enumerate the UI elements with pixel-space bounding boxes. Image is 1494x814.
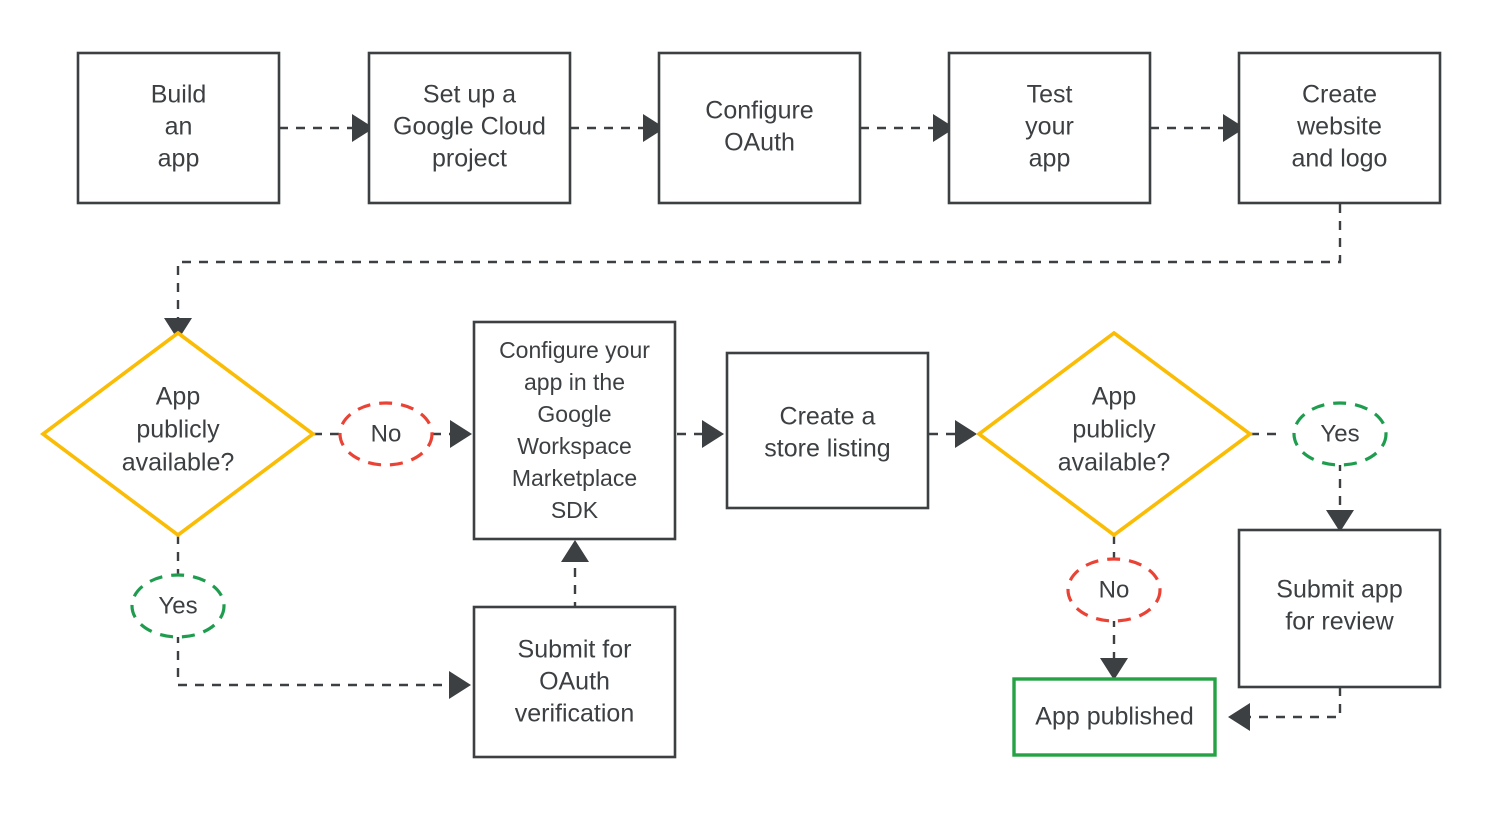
arrowhead-icon-submit-review-to-app-published — [1228, 703, 1250, 731]
edge-website-to-decision-left — [176, 204, 1342, 318]
node-build-an-app-shape — [76, 51, 281, 205]
edge-label-yes-right: Yes — [1292, 401, 1388, 467]
node-submit-review-line-1: for review — [1285, 608, 1394, 636]
node-gcp-project-line-1: Google Cloud — [393, 113, 546, 141]
node-configure-oauth-line-0: Configure — [705, 97, 813, 125]
arrowhead-icon-no-to-sdk — [450, 420, 472, 448]
arrowhead-icon-test-to-website — [1223, 114, 1245, 142]
node-gcp-project-line-2: project — [432, 145, 507, 173]
node-set-up-google-cloud-project[interactable]: Set up a Google Cloud project — [367, 51, 572, 205]
node-build-an-app[interactable]: Build an app — [76, 51, 281, 205]
arrowhead-icon-no-to-app-published — [1100, 658, 1128, 680]
node-decision-left-line-2: available? — [122, 449, 235, 477]
node-configure-oauth-shape — [657, 51, 862, 205]
node-create-website-line-1: website — [1296, 113, 1382, 141]
node-test-your-app[interactable]: Test your app — [947, 51, 1152, 205]
edge-label-no-left-text: No — [371, 420, 402, 447]
arrowhead-layer — [164, 114, 1354, 731]
node-test-your-app-shape — [947, 51, 1152, 205]
node-submit-review-shape — [1237, 528, 1442, 689]
edge-label-yes-right-shape — [1292, 401, 1388, 467]
node-store-listing-line-1: store listing — [764, 435, 890, 463]
node-app-published[interactable]: App published — [1012, 677, 1217, 757]
node-decision-left-line-0: App — [156, 383, 200, 411]
node-create-website-and-logo-shape — [1237, 51, 1442, 205]
node-decision-right-shape — [975, 330, 1254, 538]
node-configure-sdk-line-0: Configure your — [499, 337, 650, 363]
node-submit-oauth-line-0: Submit for — [518, 636, 632, 664]
node-gcp-project-line-0: Set up a — [423, 81, 516, 109]
edge-label-yes-left-text: Yes — [158, 592, 197, 619]
arrowhead-icon-submit-oauth-to-sdk — [561, 540, 589, 562]
arrowhead-icon-oauth-to-test — [933, 114, 955, 142]
edge-label-yes-left: Yes — [130, 573, 226, 639]
arrowhead-icon-store-listing-to-decision-right — [955, 420, 977, 448]
node-set-up-google-cloud-project-shape — [367, 51, 572, 205]
node-test-app-line-2: app — [1029, 145, 1071, 173]
node-create-store-listing-shape — [725, 351, 930, 510]
edge-submit-review-to-app-published — [1248, 687, 1342, 719]
edge-label-yes-right-text: Yes — [1320, 420, 1359, 447]
node-decision-right-line-1: publicly — [1072, 416, 1156, 444]
node-decision-left-shape — [39, 330, 317, 538]
node-submit-oauth-shape — [472, 605, 677, 759]
node-build-an-app-line-2: app — [158, 145, 200, 173]
node-create-website-and-logo[interactable]: Create website and logo — [1237, 51, 1442, 205]
node-submit-oauth-line-1: OAuth — [539, 668, 610, 696]
node-configure-app-in-marketplace-sdk[interactable]: Configure your app in the Google Workspa… — [472, 320, 677, 541]
node-app-published-line-0: App published — [1035, 703, 1193, 731]
node-store-listing-line-0: Create a — [780, 403, 876, 431]
node-decision-left-line-1: publicly — [136, 416, 220, 444]
edge-label-no-right-shape — [1066, 557, 1162, 623]
edge-yes-to-submit-oauth — [176, 634, 453, 687]
node-configure-sdk-line-4: Marketplace — [512, 465, 637, 491]
edge-label-yes-left-shape — [130, 573, 226, 639]
node-test-app-line-0: Test — [1027, 81, 1073, 109]
node-build-an-app-line-0: Build — [151, 81, 207, 109]
node-app-published-shape — [1012, 677, 1217, 757]
arrowhead-icon-build-to-project — [352, 114, 374, 142]
node-configure-sdk-line-2: Google — [537, 401, 611, 427]
node-configure-sdk-line-1: app in the — [524, 369, 625, 395]
node-decision-app-publicly-available-right[interactable]: App publicly available? — [975, 330, 1254, 538]
arrowhead-icon-yes-to-submit-oauth — [449, 671, 471, 699]
node-decision-right-line-2: available? — [1058, 449, 1171, 477]
edge-label-no-right: No — [1066, 557, 1162, 623]
node-create-a-store-listing[interactable]: Create a store listing — [725, 351, 930, 510]
node-configure-sdk-line-5: SDK — [551, 497, 599, 523]
node-configure-oauth-line-1: OAuth — [724, 129, 795, 157]
node-test-app-line-1: your — [1025, 113, 1074, 141]
node-decision-right-line-0: App — [1092, 383, 1136, 411]
arrowhead-icon-project-to-oauth — [643, 114, 665, 142]
node-build-an-app-line-1: an — [165, 113, 193, 141]
node-configure-sdk-shape — [472, 320, 677, 541]
node-submit-oauth-line-2: verification — [515, 700, 635, 728]
node-configure-sdk-line-3: Workspace — [517, 433, 632, 459]
node-configure-oauth[interactable]: Configure OAuth — [657, 51, 862, 205]
node-submit-review-line-0: Submit app — [1276, 576, 1402, 604]
arrowhead-icon-yes-to-submit-review — [1326, 510, 1354, 532]
node-create-website-line-0: Create — [1302, 81, 1377, 109]
arrowhead-icon-website-to-decision-left — [164, 318, 192, 340]
node-decision-app-publicly-available-left[interactable]: App publicly available? — [39, 330, 317, 538]
arrowhead-icon-sdk-to-store-listing — [702, 420, 724, 448]
edge-label-no-left: No — [338, 401, 434, 467]
node-create-website-line-2: and logo — [1292, 145, 1388, 173]
connector-layer — [176, 126, 1342, 719]
node-submit-for-oauth-verification[interactable]: Submit for OAuth verification — [472, 605, 677, 759]
node-submit-app-for-review[interactable]: Submit app for review — [1237, 528, 1442, 689]
edge-label-no-right-text: No — [1099, 576, 1130, 603]
edge-label-no-left-shape — [338, 401, 434, 467]
